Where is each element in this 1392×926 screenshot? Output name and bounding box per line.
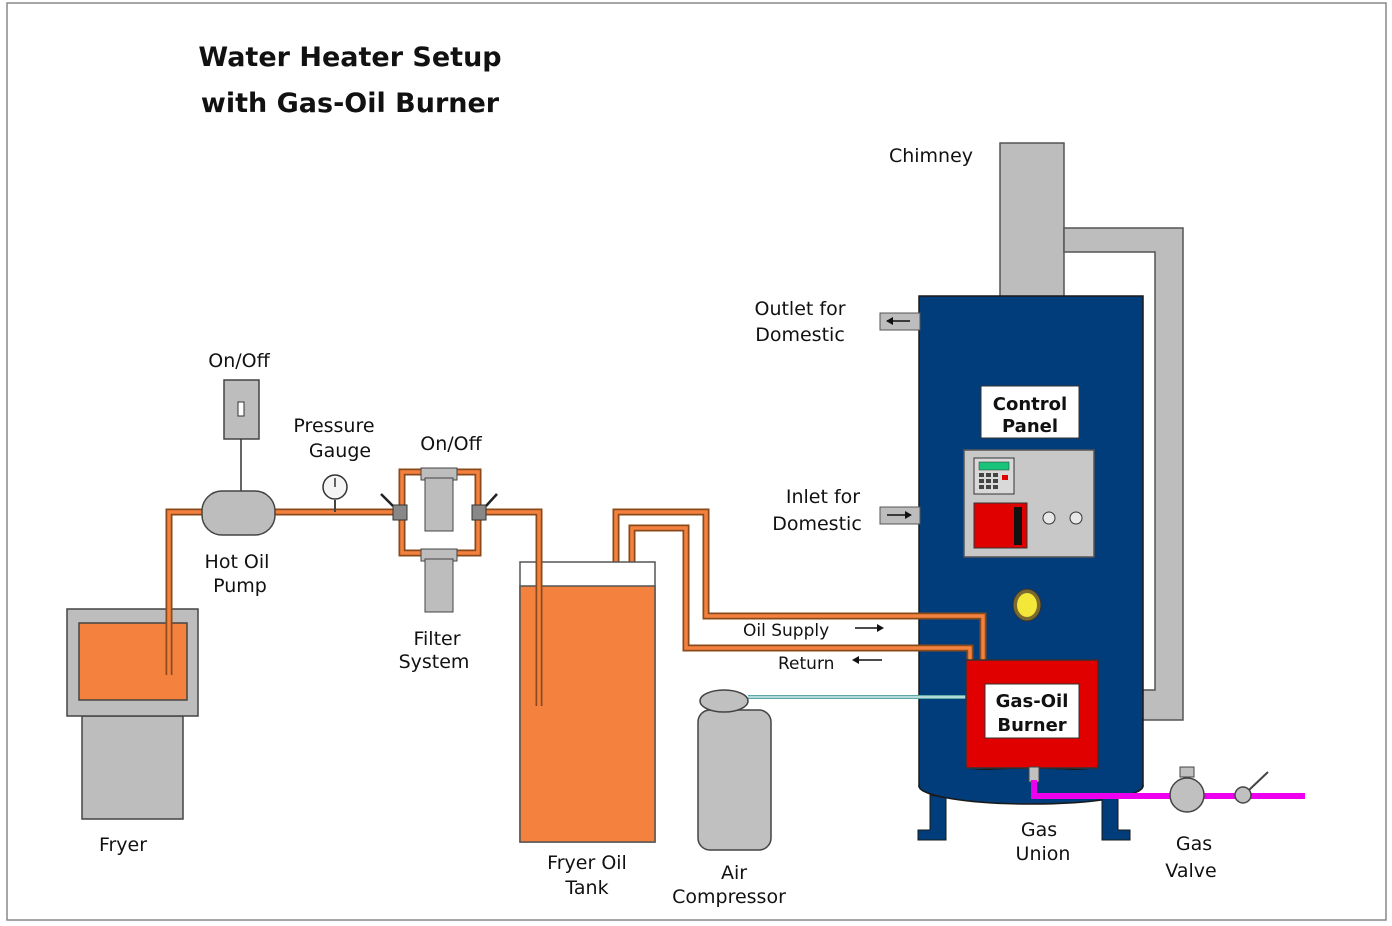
hot-oil-pump-label-line-1: Hot Oil	[205, 551, 270, 573]
inlet-label-line-1: Inlet for	[786, 486, 860, 508]
gas-valve-label-line-1: Gas	[1176, 833, 1212, 855]
chimney-label: Chimney	[889, 145, 973, 167]
control-panel-label-line-1: Control	[993, 394, 1067, 415]
pump-switch	[223, 379, 260, 493]
burner-label-line-1: Gas-Oil	[996, 691, 1069, 712]
gas-valve	[1169, 766, 1269, 813]
gas-oil-burner	[965, 659, 1099, 769]
filter-switch-label: On/Off	[420, 433, 482, 455]
pump-switch-label: On/Off	[208, 350, 270, 372]
title-line-1: Water Heater Setup	[198, 42, 501, 73]
fryer-label: Fryer	[99, 834, 147, 856]
fryer-oil-tank-label-line-2: Tank	[564, 877, 608, 899]
fryer	[66, 608, 199, 820]
heater-legs	[917, 794, 1131, 841]
oil-supply-arrow-icon	[855, 624, 884, 632]
burner-label-line-2: Burner	[997, 715, 1066, 736]
air-compressor	[697, 689, 772, 851]
inlet-label-line-2: Domestic	[772, 513, 862, 535]
control-panel-label-box	[980, 385, 1080, 439]
return-arrow-icon	[852, 656, 882, 664]
oil-supply-label: Oil Supply	[743, 621, 829, 641]
burner-controller-icon	[973, 502, 1028, 549]
filter-valve-left-icon	[380, 493, 408, 521]
outlet-label-line-2: Domestic	[755, 324, 845, 346]
pressure-gauge-icon	[322, 474, 348, 512]
control-panel	[963, 449, 1095, 558]
indicator-light-1-icon	[1042, 511, 1056, 525]
air-compressor-label-line-1: Air	[721, 862, 747, 884]
oil-supply-line	[612, 508, 987, 660]
filter-valve-right-icon	[471, 493, 498, 521]
indicator-light-2-icon	[1069, 511, 1083, 525]
filter-system-label-line-2: System	[399, 651, 470, 673]
oil-return-line	[628, 524, 974, 660]
gas-union-label-line-1: Gas	[1021, 819, 1057, 841]
title-line-2: with Gas-Oil Burner	[201, 88, 500, 119]
thermostat-keypad-icon	[973, 457, 1015, 495]
gas-line	[1028, 766, 1305, 799]
inlet-connection	[879, 506, 921, 525]
gas-valve-label-line-2: Valve	[1165, 860, 1216, 882]
sight-glass-icon	[1012, 588, 1042, 622]
hot-oil-pump	[201, 490, 276, 536]
outlet-connection	[879, 312, 921, 331]
fryer-oil-tank-label-line-1: Fryer Oil	[547, 852, 627, 874]
return-label: Return	[778, 654, 834, 674]
filter-canisters	[420, 467, 458, 613]
pressure-gauge-label-line-1: Pressure	[293, 415, 374, 437]
hot-oil-pump-label-line-2: Pump	[213, 575, 267, 597]
air-compressor-label-line-2: Compressor	[672, 886, 786, 908]
gas-union-label-line-2: Union	[1016, 843, 1071, 865]
pressure-gauge-label-line-2: Gauge	[309, 440, 371, 462]
control-panel-label-line-2: Panel	[1002, 416, 1058, 437]
filter-system-label-line-1: Filter	[413, 628, 460, 650]
outlet-label-line-1: Outlet for	[754, 298, 845, 320]
